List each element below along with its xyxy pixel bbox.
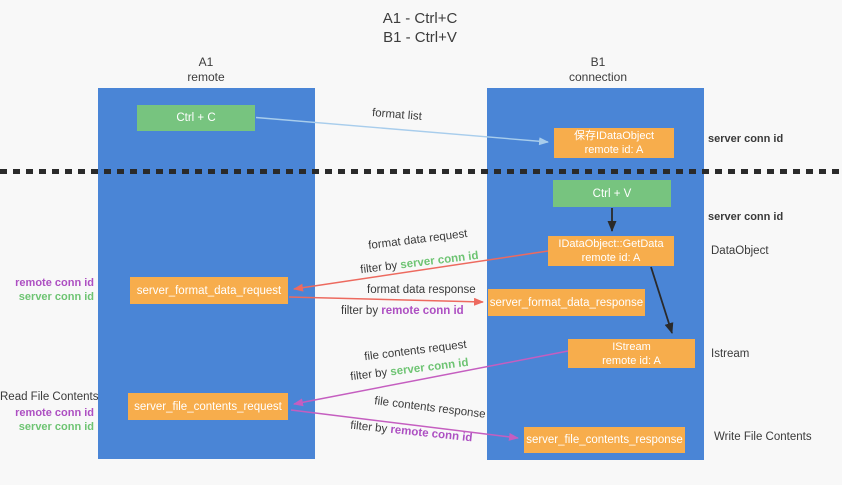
- save-idataobject-line2: remote id: A: [584, 144, 644, 156]
- title-line-2: B1 - Ctrl+V: [383, 29, 457, 46]
- filter-by-text: filter by: [341, 305, 382, 317]
- server-file-contents-response-label: server_file_contents_response: [526, 434, 683, 446]
- left-conn-id-group-bottom: remote conn id server conn id: [0, 406, 94, 434]
- lane-header-b1: B1 connection: [528, 55, 668, 85]
- istream-line1: IStream: [612, 340, 651, 353]
- remote-conn-id-annotation: remote conn id: [15, 277, 94, 289]
- lane-header-a1: A1 remote: [136, 55, 276, 85]
- remote-conn-id-annotation: remote conn id: [15, 407, 94, 419]
- server-conn-id-annotation: server conn id: [18, 421, 94, 433]
- ctrl-c-node: Ctrl + C: [137, 105, 255, 131]
- server-format-data-response-label: server_format_data_response: [489, 296, 644, 309]
- server-format-data-request-node: server_format_data_request: [130, 277, 288, 304]
- read-file-contents-annotation: Read File Contents: [0, 391, 99, 403]
- server-conn-id-annotation-top: server conn id: [708, 133, 784, 145]
- getdata-line2: remote id: A: [581, 252, 641, 264]
- lane-a1-subtitle: remote: [187, 70, 225, 84]
- getdata-line1: IDataObject::GetData: [558, 238, 664, 250]
- getdata-to-istream-arrow: [650, 266, 674, 334]
- idataobject-getdata-node: IDataObject::GetData remote id: A: [548, 236, 674, 266]
- istream-annotation: Istream: [711, 348, 750, 360]
- server-file-contents-request-node: server_file_contents_request: [128, 393, 288, 420]
- format-data-request-arrow: [293, 250, 549, 292]
- file-contents-response-arrow: [290, 409, 519, 441]
- server-file-contents-request-label: server_file_contents_request: [134, 400, 282, 413]
- file-contents-request-arrow: [293, 350, 569, 407]
- server-conn-id-annotation-mid: server conn id: [708, 211, 784, 223]
- format-data-response-arrow: [288, 296, 484, 306]
- server-file-contents-response-node: server_file_contents_response: [524, 427, 685, 453]
- format-list-arrow: [255, 116, 549, 146]
- ctrl-v-node: Ctrl + V: [553, 180, 671, 207]
- filter-by-remote-conn-id-label-1: filter by remote conn id: [341, 305, 464, 317]
- remote-conn-id-text: remote conn id: [381, 305, 464, 317]
- left-conn-id-group-top: remote conn id server conn id: [0, 276, 94, 304]
- lane-a1-title: A1: [198, 55, 214, 69]
- istream-line2: remote id: A: [602, 354, 661, 367]
- write-file-contents-annotation: Write File Contents: [714, 431, 812, 443]
- dashed-divider: [0, 169, 842, 174]
- istream-node: IStream remote id: A: [568, 339, 695, 368]
- format-data-response-label: format data response: [367, 284, 476, 296]
- server-format-data-response-node: server_format_data_response: [488, 289, 645, 316]
- dataobject-annotation: DataObject: [711, 245, 769, 257]
- title-line-1: A1 - Ctrl+C: [382, 10, 458, 27]
- diagram-title: A1 - Ctrl+C B1 - Ctrl+V: [330, 9, 510, 47]
- save-idataobject-line1: 保存IDataObject: [573, 130, 655, 142]
- save-idataobject-node: 保存IDataObject remote id: A: [554, 128, 674, 158]
- lane-b1-title: B1: [590, 55, 606, 69]
- ctrl-c-label: Ctrl + C: [176, 112, 216, 124]
- ctrl-v-label: Ctrl + V: [592, 187, 632, 200]
- lane-b1-subtitle: connection: [568, 70, 628, 84]
- server-format-data-request-label: server_format_data_request: [136, 284, 282, 297]
- server-conn-id-annotation: server conn id: [18, 291, 94, 303]
